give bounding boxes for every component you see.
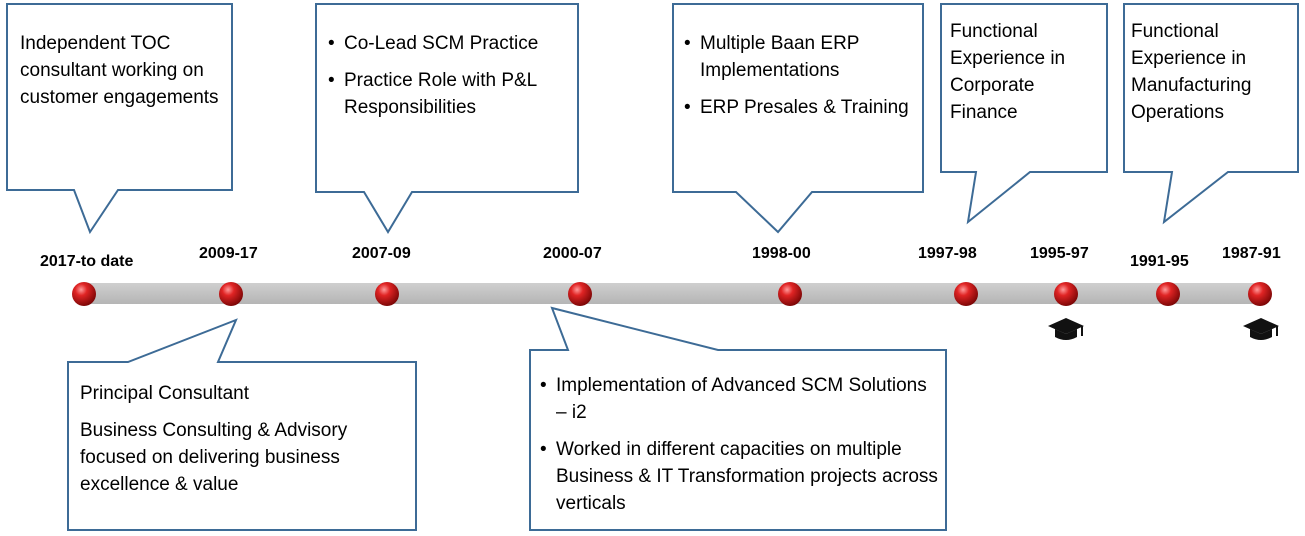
year-label: 2007-09 <box>352 245 411 262</box>
callout-1997-text-line: Functional Experience in Corporate Finan… <box>950 21 1066 123</box>
callout-1991-box <box>1123 3 1299 225</box>
marker-1998 <box>778 282 802 306</box>
bullet-item: Implementation of Advanced SCM Solutions… <box>538 372 940 426</box>
callout-2009-title: Principal Consultant <box>80 383 249 404</box>
bullet-item: Practice Role with P&L Responsibilities <box>326 67 576 121</box>
bullet-item: ERP Presales & Training <box>682 94 920 121</box>
graduation-cap-icon <box>1243 318 1279 340</box>
callout-2017-box <box>6 3 233 235</box>
year-label: 1998-00 <box>752 245 811 262</box>
marker-2007 <box>375 282 399 306</box>
marker-2017 <box>72 282 96 306</box>
year-label: 2000-07 <box>543 245 602 262</box>
year-label: 1987-91 <box>1222 245 1281 262</box>
callout-2009-text: Principal Consultant Business Consulting… <box>80 380 410 498</box>
callout-2017-text: Independent TOC consultant working on cu… <box>20 30 232 111</box>
callout-2007-text: Co-Lead SCM Practice Practice Role with … <box>326 30 576 131</box>
callout-1998-text: Multiple Baan ERP Implementations ERP Pr… <box>682 30 920 131</box>
marker-2000 <box>568 282 592 306</box>
year-label: 1991-95 <box>1130 253 1189 270</box>
timeline-bar <box>82 283 1262 304</box>
bullet-item: Co-Lead SCM Practice <box>326 30 576 57</box>
bullet-item: Multiple Baan ERP Implementations <box>682 30 920 84</box>
callout-2009-detail: Business Consulting & Advisory focused o… <box>80 420 348 495</box>
marker-1987 <box>1248 282 1272 306</box>
callout-1991-text: Functional Experience in Manufacturing O… <box>1131 18 1296 126</box>
callout-2000-text: Implementation of Advanced SCM Solutions… <box>538 372 940 527</box>
marker-1995 <box>1054 282 1078 306</box>
callout-2017-text-line: Independent TOC consultant working on cu… <box>20 33 219 108</box>
callout-1991-text-line: Functional Experience in Manufacturing O… <box>1131 21 1252 123</box>
year-label: 1997-98 <box>918 245 977 262</box>
graduation-cap-icon <box>1048 318 1084 340</box>
marker-1991 <box>1156 282 1180 306</box>
callout-2009-box <box>67 318 417 531</box>
year-label: 2009-17 <box>199 245 258 262</box>
year-label: 1995-97 <box>1030 245 1089 262</box>
marker-2009 <box>219 282 243 306</box>
marker-1997 <box>954 282 978 306</box>
callout-1997-box <box>940 3 1108 225</box>
callout-1997-text: Functional Experience in Corporate Finan… <box>950 18 1100 126</box>
year-label: 2017-to date <box>40 253 134 270</box>
bullet-item: Worked in different capacities on multip… <box>538 436 940 517</box>
